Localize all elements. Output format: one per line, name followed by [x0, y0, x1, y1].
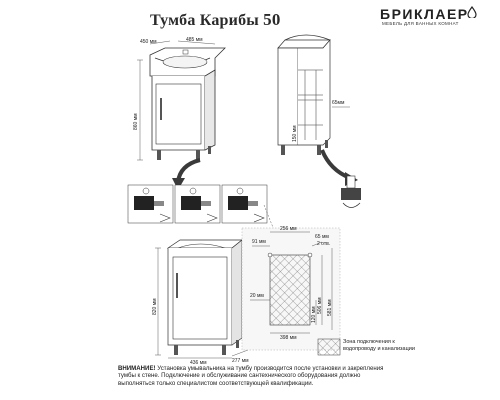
warning-heading: ВНИМАНИЕ!	[118, 365, 156, 372]
legend-label: Зона подключения к водопроводу и канализ…	[343, 339, 415, 352]
leg-adjuster-detail	[341, 175, 361, 208]
page-title: Тумба Карибы 50	[150, 10, 281, 30]
brand-logo-text: БРИКЛАЕР	[380, 6, 469, 22]
title-text: Тумба Карибы	[150, 12, 259, 29]
brand-tagline: МЕБЕЛЬ ДЛЯ ВАННЫХ КОМНАТ	[382, 21, 459, 26]
title-model: 50	[263, 10, 281, 29]
dim-65-holes: 65 мм	[315, 234, 329, 240]
dim-820: 820 мм	[152, 298, 158, 315]
hinge-adjustment-steps	[127, 184, 281, 246]
warning-note: ВНИМАНИЕ! Установка умывальника на тумбу…	[118, 365, 384, 387]
dim-506: 506 мм	[317, 297, 323, 314]
dim-120: 120 мм	[311, 306, 317, 323]
dim-91: 91 мм	[252, 239, 266, 245]
dim-436: 436 мм	[190, 360, 207, 366]
dim-256: 256 мм	[280, 226, 297, 232]
dim-581: 581 мм	[327, 299, 333, 316]
dim-65: 65мм	[332, 100, 345, 106]
cabinet-with-basin-view	[137, 40, 226, 161]
dim-398: 398 мм	[280, 335, 297, 341]
dim-2-holes: 2 отв.	[317, 241, 330, 247]
brand-drop-icon	[467, 6, 477, 18]
dim-485: 485 мм	[186, 37, 203, 43]
wall-connection-scheme	[241, 227, 341, 351]
cabinet-frame-view	[277, 34, 350, 155]
dim-277: 277 мм	[232, 358, 249, 364]
cabinet-body-view	[155, 239, 249, 359]
dim-20: 20 мм	[250, 293, 264, 299]
dim-860: 860 мм	[133, 113, 139, 130]
warning-body: Установка умывальника на тумбу производи…	[118, 365, 384, 387]
dim-150: 150 мм	[292, 125, 298, 142]
dim-450: 450 мм	[140, 39, 157, 45]
